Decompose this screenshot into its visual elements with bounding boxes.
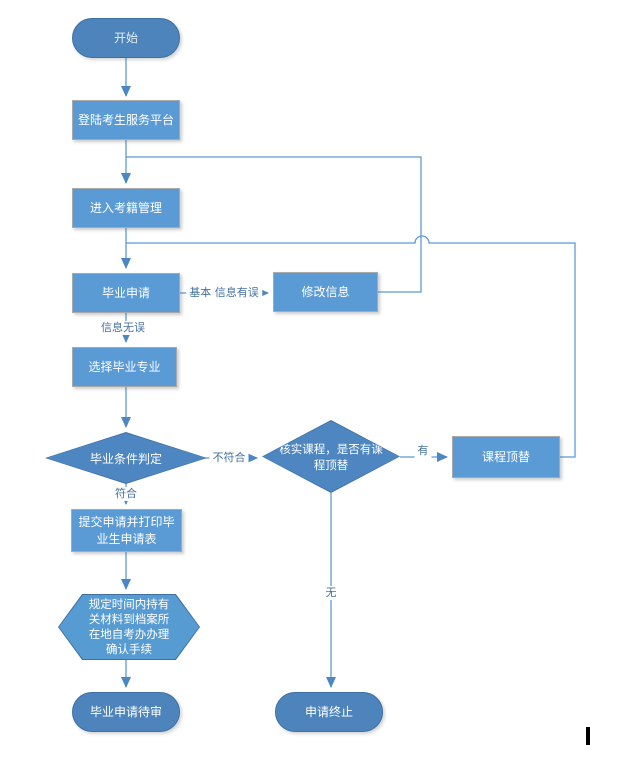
enter-registry-node: 进入考籍管理 [72,188,180,228]
edge-label-info-correct: 信息无误 [98,320,148,336]
edge-label-no-substitute: 无 [322,585,340,601]
confirm-procedure-label: 规定时间内持有关材料到档案所在地自考办办理确认手续 [59,595,199,659]
edge-label-basic-info-error: 基本 信息有误 [186,285,262,301]
submit-print-node: 提交申请并打印毕业生申请表 [71,509,182,552]
confirm-procedure-hexagon: 规定时间内持有关材料到档案所在地自考办办理确认手续 [58,594,200,660]
edge-label-has-substitute: 有 [414,443,432,459]
start-node: 开始 [72,18,180,58]
login-platform-node: 登陆考生服务平台 [72,100,180,140]
edge-label-satisfied: 符合 [112,486,140,502]
terminate-node: 申请终止 [275,692,383,732]
modify-info-node: 修改信息 [273,272,378,312]
edge-label-not-satisfied: 不符合 [209,450,249,466]
text-cursor-mark [586,727,590,745]
course-substitute-node: 课程顶替 [452,436,560,478]
graduation-apply-node: 毕业申请 [72,273,180,313]
pending-review-node: 毕业申请待审 [72,692,180,732]
select-major-node: 选择毕业专业 [72,347,177,387]
